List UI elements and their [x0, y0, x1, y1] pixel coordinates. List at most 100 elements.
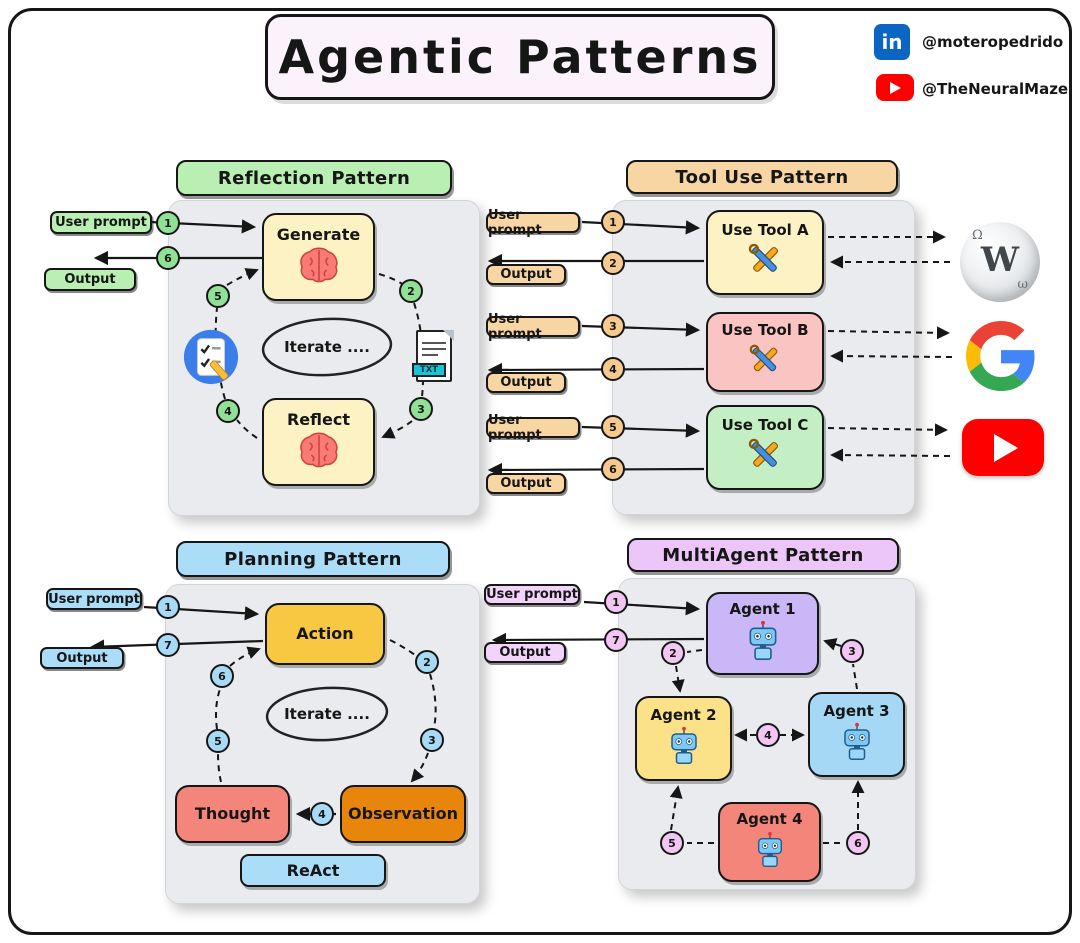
multiagent-step-4: 4 [756, 723, 780, 747]
reflection-step-5: 5 [206, 284, 230, 308]
reflection-step-1: 1 [156, 211, 180, 235]
tool-step-6: 6 [601, 457, 625, 481]
youtube-brand-icon [962, 419, 1044, 476]
poster-title: Agentic Patterns [278, 30, 762, 84]
thought-node: Thought [175, 785, 290, 843]
reflection-title: Reflection Pattern [176, 160, 452, 196]
planning-step-7: 7 [156, 633, 180, 657]
multiagent-step-3: 3 [840, 639, 864, 663]
wikipedia-letter-main: W [980, 240, 1020, 280]
use-tool-b-node: Use Tool B [706, 312, 824, 392]
robot-icon [839, 722, 875, 766]
tools-icon [746, 436, 784, 478]
planning-step-3: 3 [420, 728, 444, 752]
agent-1-label: Agent 1 [729, 599, 796, 618]
agent-3-node: Agent 3 [808, 692, 905, 777]
play-icon [889, 81, 901, 94]
txt-line [422, 342, 446, 344]
google-icon [966, 321, 1036, 391]
planning-title: Planning Pattern [176, 541, 450, 577]
wikipedia-icon: Ω W ω [960, 222, 1040, 302]
txt-line [422, 348, 446, 350]
tool-step-3: 3 [601, 314, 625, 338]
react-label: ReAct [286, 861, 340, 880]
poster-title-box: Agentic Patterns [265, 14, 775, 100]
linkedin-icon: in [874, 24, 910, 60]
multiagent-step-5: 5 [660, 831, 684, 855]
txt-fold-corner [443, 330, 454, 341]
play-icon [993, 433, 1018, 462]
multiagent-user-prompt-label: User prompt [484, 584, 580, 605]
planning-step-5: 5 [206, 729, 230, 753]
robot-icon [666, 726, 702, 770]
planning-step-1: 1 [156, 595, 180, 619]
planning-step-4: 4 [310, 802, 334, 826]
tool-step-2: 2 [601, 251, 625, 275]
reflect-label: Reflect [286, 410, 350, 430]
wikipedia-letter-left: Ω [972, 228, 983, 243]
reflection-output-label: Output [44, 268, 136, 291]
wikipedia-letter-right: ω [1017, 277, 1028, 292]
tool-user-prompt-2: User prompt [486, 312, 580, 342]
action-node: Action [265, 603, 385, 665]
multiagent-step-7: 7 [604, 628, 628, 652]
tool-output-3: Output [486, 473, 566, 494]
tool-use-title: Tool Use Pattern [626, 160, 898, 194]
reflection-iterate-label: Iterate .... [284, 338, 370, 356]
multiagent-step-2: 2 [661, 641, 685, 665]
use-tool-a-label: Use Tool A [721, 220, 809, 239]
planning-iterate-label: Iterate .... [284, 705, 370, 723]
tool-user-prompt-3: User prompt [486, 413, 580, 443]
multiagent-step-1: 1 [604, 590, 628, 614]
generate-label: Generate [276, 225, 361, 245]
use-tool-c-node: Use Tool C [706, 405, 824, 490]
linkedin-logo-text: in [881, 30, 903, 54]
reflection-step-4: 4 [216, 399, 240, 423]
txt-band-label: TXT [412, 363, 446, 377]
agent-3-label: Agent 3 [823, 701, 890, 720]
tool-output-2: Output [486, 372, 566, 393]
youtube-handle: @TheNeuralMaze [922, 80, 1069, 98]
agent-1-node: Agent 1 [706, 592, 819, 675]
reflect-node: Reflect [262, 398, 375, 486]
robot-icon [744, 620, 782, 666]
reflection-step-2: 2 [399, 279, 423, 303]
brain-icon [296, 432, 342, 473]
tool-output-1: Output [486, 264, 566, 285]
observation-label: Observation [347, 804, 459, 824]
observation-node: Observation [340, 785, 466, 843]
tool-step-5: 5 [601, 415, 625, 439]
multiagent-title: MultiAgent Pattern [627, 538, 899, 572]
reflection-step-3: 3 [409, 397, 433, 421]
react-node: ReAct [240, 854, 386, 887]
planning-user-prompt-label: User prompt [46, 588, 142, 610]
tool-user-prompt-1: User prompt [486, 208, 580, 238]
tools-icon [747, 342, 783, 382]
agent-2-label: Agent 2 [650, 705, 717, 724]
planning-step-6: 6 [210, 664, 234, 688]
checklist-icon [182, 328, 240, 386]
generate-node: Generate [262, 213, 375, 301]
multiagent-step-6: 6 [846, 831, 870, 855]
use-tool-b-label: Use Tool B [721, 321, 809, 340]
robot-icon [753, 831, 787, 873]
tools-icon [746, 241, 784, 283]
reflection-user-prompt-label: User prompt [50, 211, 152, 234]
youtube-icon [876, 74, 914, 101]
action-label: Action [296, 624, 354, 644]
txt-file-icon: TXT [412, 330, 458, 384]
agent-4-label: Agent 4 [736, 810, 803, 829]
planning-output-label: Output [40, 647, 124, 669]
multiagent-output-label: Output [484, 642, 566, 663]
agent-4-node: Agent 4 [718, 802, 821, 882]
use-tool-a-node: Use Tool A [706, 210, 824, 295]
thought-label: Thought [194, 804, 271, 824]
tool-step-4: 4 [601, 357, 625, 381]
brain-icon [296, 247, 342, 288]
planning-step-2: 2 [415, 650, 439, 674]
tool-step-1: 1 [601, 210, 625, 234]
txt-line [422, 354, 438, 356]
reflection-step-6: 6 [156, 246, 180, 270]
agent-2-node: Agent 2 [635, 696, 732, 781]
linkedin-handle: @moteropedrido [922, 33, 1064, 51]
